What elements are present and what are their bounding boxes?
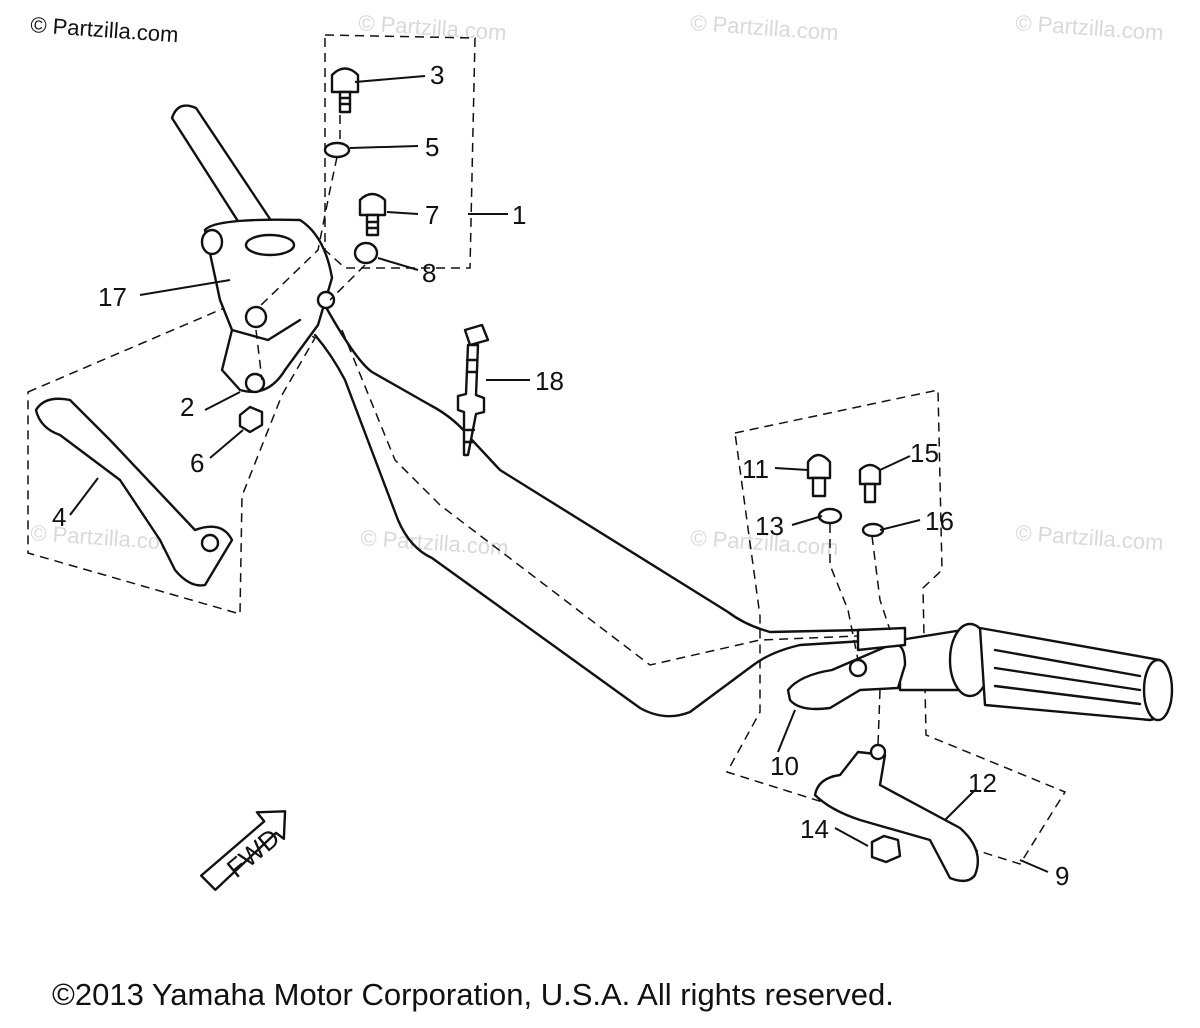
lever-holder-left — [200, 218, 336, 394]
lever-right-12 — [813, 743, 980, 883]
callout-9: 9 — [1055, 861, 1069, 891]
handlebar — [170, 104, 882, 718]
watermark: © Partzilla.com — [1015, 10, 1165, 45]
watermark: © Partzilla.com — [360, 525, 510, 560]
bolt-15 — [858, 463, 882, 504]
callout-3: 3 — [430, 60, 444, 90]
lever-left — [34, 397, 234, 587]
leader-lines — [69, 75, 1049, 873]
cable-tie-18 — [456, 323, 490, 457]
watermark: © Partzilla.com — [358, 10, 508, 45]
callout-14: 14 — [800, 814, 829, 844]
nut-14 — [870, 834, 902, 864]
nut-6 — [238, 405, 264, 434]
bolt-3 — [330, 67, 360, 114]
callout-12: 12 — [968, 768, 997, 798]
bolt-11 — [806, 453, 832, 498]
washer-8 — [353, 241, 379, 265]
right-grip — [898, 622, 1174, 722]
callout-4: 4 — [52, 502, 66, 532]
callout-16: 16 — [925, 506, 954, 536]
watermark: © Partzilla.com — [1015, 520, 1165, 555]
callout-17: 17 — [98, 282, 127, 312]
group-boundary-left — [27, 296, 317, 615]
bolt-7 — [358, 192, 387, 237]
callout-8: 8 — [422, 258, 436, 288]
callout-2: 2 — [180, 392, 194, 422]
callout-5: 5 — [425, 132, 439, 162]
watermark-top-left: © Partzilla.com — [30, 12, 180, 47]
group-boundaries — [27, 34, 1067, 865]
callout-6: 6 — [190, 448, 204, 478]
callout-1: 1 — [512, 200, 526, 230]
bracket-10 — [786, 626, 907, 711]
fwd-arrow-icon: FWD — [199, 810, 287, 892]
callout-labels: 1 2 3 4 5 6 7 8 9 10 11 12 13 14 15 16 1… — [52, 60, 1069, 891]
handlebar-left-end — [170, 104, 274, 242]
group-boundary-1 — [324, 34, 476, 269]
callout-18: 18 — [535, 366, 564, 396]
washer-13 — [817, 507, 843, 525]
callout-10: 10 — [770, 751, 799, 781]
washer-5 — [323, 141, 351, 159]
callout-13: 13 — [755, 511, 784, 541]
copyright-notice: ©2013 Yamaha Motor Corporation, U.S.A. A… — [52, 977, 894, 1012]
callout-7: 7 — [425, 200, 439, 230]
watermark: © Partzilla.com — [690, 10, 840, 45]
group-boundary-9 — [725, 389, 1067, 865]
callout-11: 11 — [742, 454, 769, 484]
callout-15: 15 — [910, 438, 939, 468]
